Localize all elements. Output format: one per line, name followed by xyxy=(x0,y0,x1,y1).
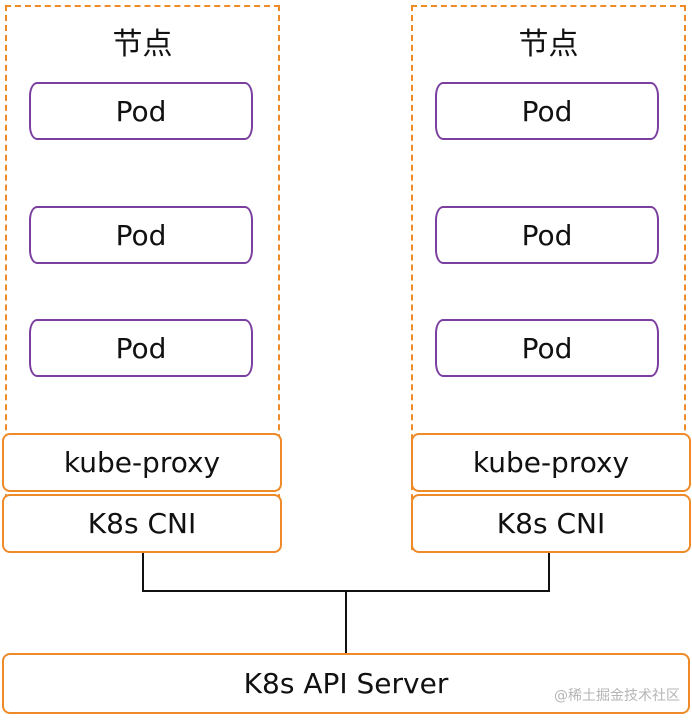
node-left-pod-2: Pod xyxy=(29,206,253,264)
watermark: @稀土掘金技术社区 xyxy=(554,688,680,704)
node-left-pod-1: Pod xyxy=(29,82,253,140)
node-right-pod-3: Pod xyxy=(435,319,659,377)
node-left-title: 节点 xyxy=(112,27,173,62)
node-right-title: 节点 xyxy=(518,27,579,62)
node-left-kube-proxy: kube-proxy xyxy=(2,433,282,492)
node-right-kube-proxy: kube-proxy xyxy=(411,433,691,492)
k8s-api-server: K8s API Server xyxy=(2,653,690,714)
node-right-pod-2: Pod xyxy=(435,206,659,264)
node-right-k8s-cni: K8s CNI xyxy=(411,494,691,553)
node-right-pod-1: Pod xyxy=(435,82,659,140)
node-right: 节点 Pod Pod Pod xyxy=(411,5,686,550)
node-left: 节点 Pod Pod Pod xyxy=(5,5,280,550)
node-left-pod-3: Pod xyxy=(29,319,253,377)
node-left-k8s-cni: K8s CNI xyxy=(2,494,282,553)
